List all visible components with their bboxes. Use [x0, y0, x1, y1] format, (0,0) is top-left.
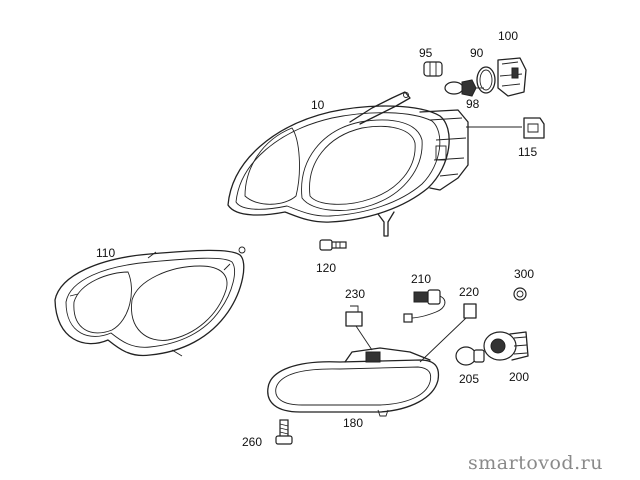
callout-220: 220	[459, 285, 480, 299]
watermark-text: smartovod.ru	[468, 452, 603, 474]
part-220-clip	[419, 303, 477, 363]
callout-260: 260	[242, 435, 263, 449]
part-205-bulb	[455, 346, 485, 366]
part-300-grommet	[513, 287, 527, 301]
part-230-clip	[345, 305, 373, 351]
part-110-trim-frame	[54, 246, 246, 357]
callout-110: 110	[96, 246, 116, 260]
callout-95: 95	[419, 46, 433, 60]
callout-300: 300	[514, 267, 535, 281]
callout-90: 90	[470, 46, 484, 60]
part-120-screw	[319, 239, 347, 251]
callout-230: 230	[345, 287, 366, 301]
part-180-fog-lamp	[267, 347, 440, 417]
callout-120: 120	[316, 261, 337, 275]
part-115-connector	[523, 117, 545, 139]
part-210-socket	[403, 289, 446, 323]
callout-115: 115	[518, 145, 538, 159]
part-90-seal-ring	[476, 66, 496, 94]
part-100-rear-cap	[497, 57, 527, 97]
callout-180: 180	[343, 416, 364, 430]
part-98-main-bulb	[444, 79, 484, 97]
part-260-screw	[275, 419, 293, 445]
part-200-socket-assembly	[483, 331, 529, 361]
callout-210: 210	[411, 272, 432, 286]
callout-100: 100	[498, 29, 519, 43]
headlamp-housing	[227, 91, 522, 237]
callout-98: 98	[466, 97, 480, 111]
callout-200: 200	[509, 370, 530, 384]
callout-205: 205	[459, 372, 480, 386]
callout-10: 10	[311, 98, 325, 112]
part-95-bulb	[423, 61, 443, 77]
